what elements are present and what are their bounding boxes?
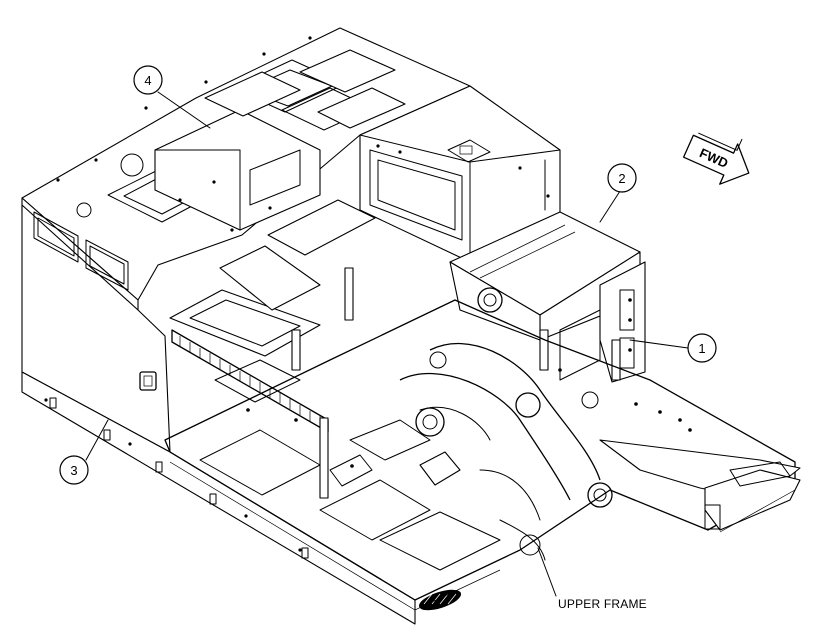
center-enclosure (359, 85, 561, 263)
callout-2-label: 2 (618, 171, 625, 186)
callout-2[interactable]: 2 (607, 163, 637, 193)
callout-4[interactable]: 4 (133, 65, 163, 95)
callout-1[interactable]: 1 (687, 333, 717, 363)
callout-4-label: 4 (144, 73, 151, 88)
upper-frame-label: UPPER FRAME (558, 597, 647, 611)
upper-frame (164, 299, 801, 611)
callout-3-label: 3 (70, 463, 77, 478)
callout-1-label: 1 (698, 341, 705, 356)
left-enclosure (21, 27, 471, 625)
leader-lines (85, 91, 689, 597)
mount-bracket-assembly (169, 199, 621, 499)
callout-3[interactable]: 3 (59, 455, 89, 485)
fwd-arrow-icon: FWD (682, 132, 750, 185)
right-hood-assembly (449, 211, 646, 383)
